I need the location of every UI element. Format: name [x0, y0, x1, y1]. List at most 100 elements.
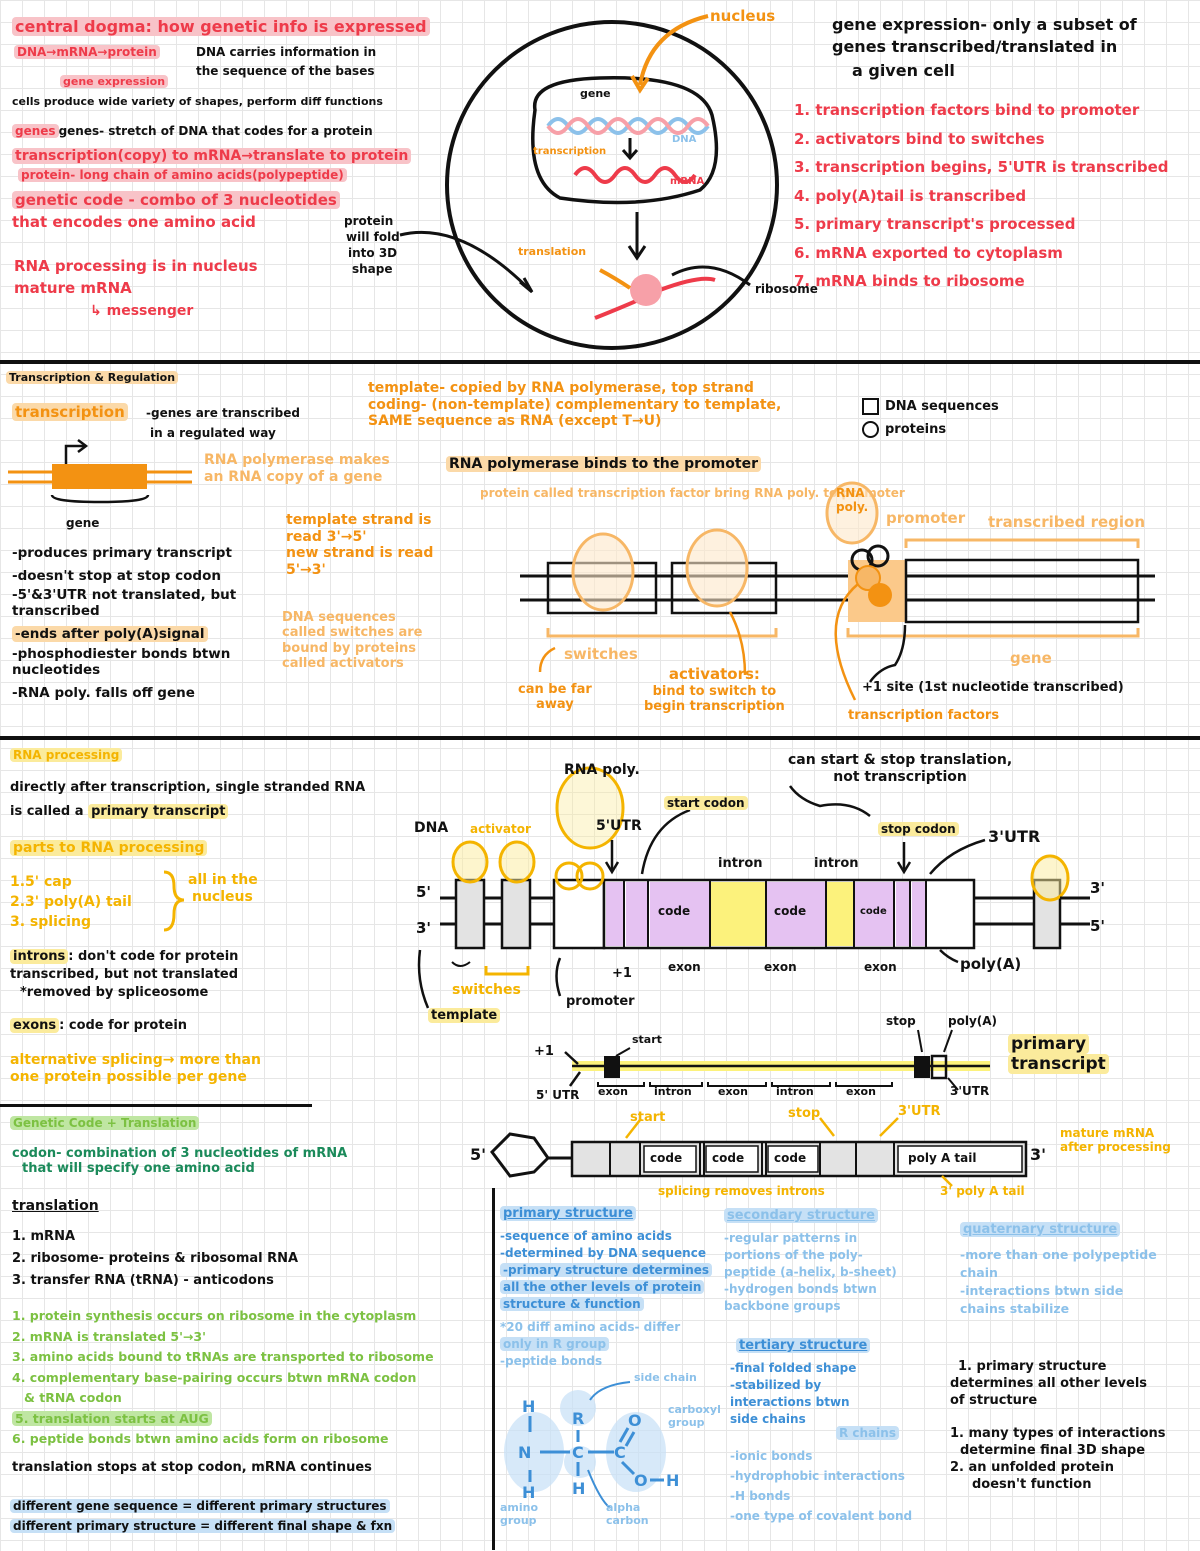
central-dogma-heading: central dogma: how genetic info is expre… — [12, 17, 430, 37]
tertiary-structure-title: tertiary structure — [736, 1338, 871, 1353]
regulated-way: in a regulated way — [150, 426, 276, 440]
five-prime-top: 5' — [416, 883, 432, 901]
activator-label: activator — [470, 822, 531, 836]
activators-note: activators: bind to switch to begin tran… — [644, 665, 785, 715]
dna-label: DNA — [414, 820, 449, 836]
legend: DNA sequences proteins — [862, 398, 999, 438]
plus1-site: +1 site (1st nucleotide transcribed) — [862, 680, 1124, 695]
secondary-structure-title: secondary structure — [724, 1208, 878, 1223]
rna-pol-makes: RNA polymerase makes an RNA copy of a ge… — [204, 452, 390, 485]
messenger: ↳ messenger — [90, 303, 194, 319]
polya-label: poly(A) — [960, 955, 1022, 973]
divider — [492, 1188, 495, 1550]
structure-summary: 1. primary structure determines all othe… — [950, 1359, 1166, 1492]
three-polya-tail: 3' poly A tail — [940, 1184, 1025, 1198]
tertiary-structure-notes: -final folded shape -stabilized by inter… — [730, 1361, 857, 1426]
start-label: start — [632, 1033, 662, 1046]
parts-rna-processing: parts to RNA processing — [10, 840, 208, 857]
exon-label: exon — [668, 960, 701, 974]
transcription-bullets: -produces primary transcript -doesn't st… — [12, 545, 237, 701]
mature-mrna: mature mRNA — [14, 279, 132, 297]
pt-label: exon — [598, 1085, 628, 1098]
stop-label-2: stop — [788, 1106, 821, 1121]
pt-label: exon — [846, 1085, 876, 1098]
side-chain-label: side chain — [634, 1371, 697, 1384]
can-be-far: can be far away — [518, 682, 592, 713]
divider — [0, 736, 1200, 740]
gene-sketch — [8, 439, 192, 504]
svg-text:C: C — [614, 1443, 626, 1462]
gene-expression-steps: 1. transcription factors bind to promote… — [794, 96, 1169, 296]
divider — [0, 1104, 312, 1107]
mrna-three: 3' — [1030, 1145, 1047, 1164]
five-utr-label: 5'UTR — [596, 818, 642, 834]
code-label: code — [774, 904, 807, 918]
splicing-removes: splicing removes introns — [658, 1184, 825, 1198]
structure-difference: different gene sequence = different prim… — [10, 1496, 396, 1536]
transcription-factors-label: transcription factors — [848, 708, 1000, 723]
step: 4. poly(A)tail is transcribed — [794, 186, 1027, 205]
rna-poly-bubble: RNA poly. — [836, 486, 869, 515]
five-utr-label-2: 5' UTR — [536, 1088, 580, 1102]
transcription-heading: transcription — [12, 403, 128, 422]
mrna-code: code — [774, 1151, 807, 1165]
protein-fold-4: shape — [352, 262, 393, 276]
translation-list: 1. mRNA 2. ribosome- proteins & ribosoma… — [12, 1229, 299, 1288]
svg-text:H: H — [522, 1397, 535, 1416]
svg-text:H: H — [666, 1471, 679, 1490]
exon-label: exon — [764, 960, 797, 974]
five-prime-right: 5' — [1090, 917, 1106, 935]
mature-mrna-note: mature mRNA after processing — [1060, 1126, 1171, 1155]
codon-definition: codon- combination of 3 nucleotides of m… — [12, 1146, 348, 1177]
alt-splicing-note: alternative splicing→ more than one prot… — [10, 1052, 261, 1085]
rna-processing-diagram — [417, 766, 1090, 1187]
three-utr-label-3: 3'UTR — [898, 1104, 941, 1119]
cell-diagram — [399, 14, 779, 350]
sequence-bases: the sequence of the bases — [196, 64, 375, 78]
quaternary-structure-notes: -more than one polypeptide chain -intera… — [960, 1247, 1157, 1316]
tertiary-bonds: -ionic bonds -hydrophobic interactions -… — [730, 1449, 913, 1523]
switches-label: switches — [564, 645, 638, 663]
divider — [0, 360, 1200, 364]
brace — [163, 870, 185, 932]
step: 2. activators bind to switches — [794, 129, 1045, 148]
genes-are-transcribed: -genes are transcribed — [146, 406, 300, 420]
template-coding-def: template- copied by RNA polymerase, top … — [368, 380, 782, 430]
three-prime-bottom: 3' — [416, 919, 432, 937]
mrna-code: code — [712, 1151, 745, 1165]
can-start-stop: can start & stop translation, not transc… — [788, 752, 1013, 785]
gene-sketch-label: gene — [66, 516, 100, 530]
protein-called-tf: protein called transcription factor brin… — [480, 486, 905, 500]
protein-line: protein- long chain of amino acids(polyp… — [18, 168, 347, 182]
code-label: code — [860, 906, 887, 917]
directly-after: directly after transcription, single str… — [10, 780, 366, 795]
dna-sequences-called: DNA sequences called switches are bound … — [282, 610, 423, 671]
r-chains-label: R chains — [836, 1426, 899, 1440]
rna-processing-note: RNA processing is in nucleus — [14, 257, 258, 275]
step: 6. mRNA exported to cytoplasm — [794, 243, 1063, 262]
gene-label: gene — [580, 87, 611, 100]
dna-carries-text: DNA carries information in — [196, 45, 377, 59]
step: 3. transcription begins, 5'UTR is transc… — [794, 158, 1169, 176]
processing-parts: 1.5' cap 2.3' poly(A) tail 3. splicing — [10, 874, 132, 930]
rna-poly-label: RNA poly. — [564, 762, 640, 778]
circle-icon — [862, 421, 879, 438]
step: 5. primary transcript's processed — [794, 215, 1076, 233]
amino-group-label: amino group — [500, 1501, 539, 1527]
genetic-code-title: Genetic Code + Translation — [10, 1116, 200, 1130]
start-codon-label: start codon — [664, 796, 748, 810]
quaternary-structure-title: quaternary structure — [960, 1222, 1121, 1237]
cells-produce: cells produce wide variety of shapes, pe… — [12, 95, 383, 108]
primary-structure-notes: -sequence of amino acids -determined by … — [500, 1228, 713, 1370]
three-utr-label-2: 3'UTR — [950, 1084, 990, 1098]
gene-expression-2: genes transcribed/translated in — [832, 37, 1118, 56]
pt-label: intron — [654, 1085, 692, 1098]
plus1-label: +1 — [612, 966, 632, 981]
mrna-code: code — [650, 1151, 683, 1165]
rna-pol-binds: RNA polymerase binds to the promoter — [446, 456, 761, 473]
translation-stops: translation stops at stop codon, mRNA co… — [12, 1460, 372, 1475]
gene-expression-title: gene expression- only a subset of — [832, 15, 1137, 34]
stop-codon-label: stop codon — [878, 822, 959, 836]
